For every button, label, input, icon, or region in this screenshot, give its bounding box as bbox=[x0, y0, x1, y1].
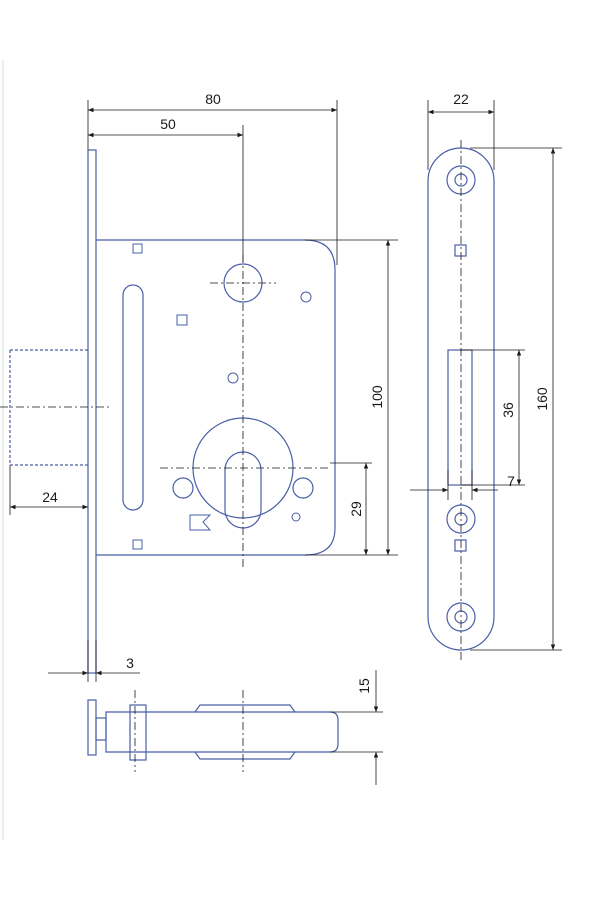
front-centerlines bbox=[0, 255, 330, 570]
top-view bbox=[87, 699, 339, 761]
label-29: 29 bbox=[348, 501, 364, 517]
screw-marks bbox=[132, 243, 312, 550]
latch-bolt bbox=[9, 349, 88, 466]
label-22: 22 bbox=[453, 91, 469, 107]
label-7: 7 bbox=[507, 473, 515, 489]
front-view bbox=[9, 149, 336, 674]
euro-cylinder-cutout bbox=[224, 451, 262, 529]
follower-slot bbox=[122, 284, 144, 511]
label-80: 80 bbox=[205, 91, 221, 107]
bracket-mark bbox=[189, 514, 212, 531]
label-3: 3 bbox=[126, 655, 134, 671]
strike-opening bbox=[447, 349, 473, 486]
label-160: 160 bbox=[534, 387, 550, 411]
lock-case bbox=[96, 239, 336, 556]
top-case bbox=[105, 711, 339, 753]
cylinder-screw-left bbox=[172, 477, 194, 499]
label-15: 15 bbox=[356, 678, 372, 694]
top-faceplate bbox=[87, 699, 97, 756]
cylinder-screw-right bbox=[292, 477, 314, 499]
label-36: 36 bbox=[500, 402, 516, 418]
faceplate bbox=[87, 149, 97, 674]
dimension-lines bbox=[9, 100, 562, 785]
label-50: 50 bbox=[160, 116, 176, 132]
label-100: 100 bbox=[369, 385, 385, 409]
label-24: 24 bbox=[42, 489, 58, 505]
